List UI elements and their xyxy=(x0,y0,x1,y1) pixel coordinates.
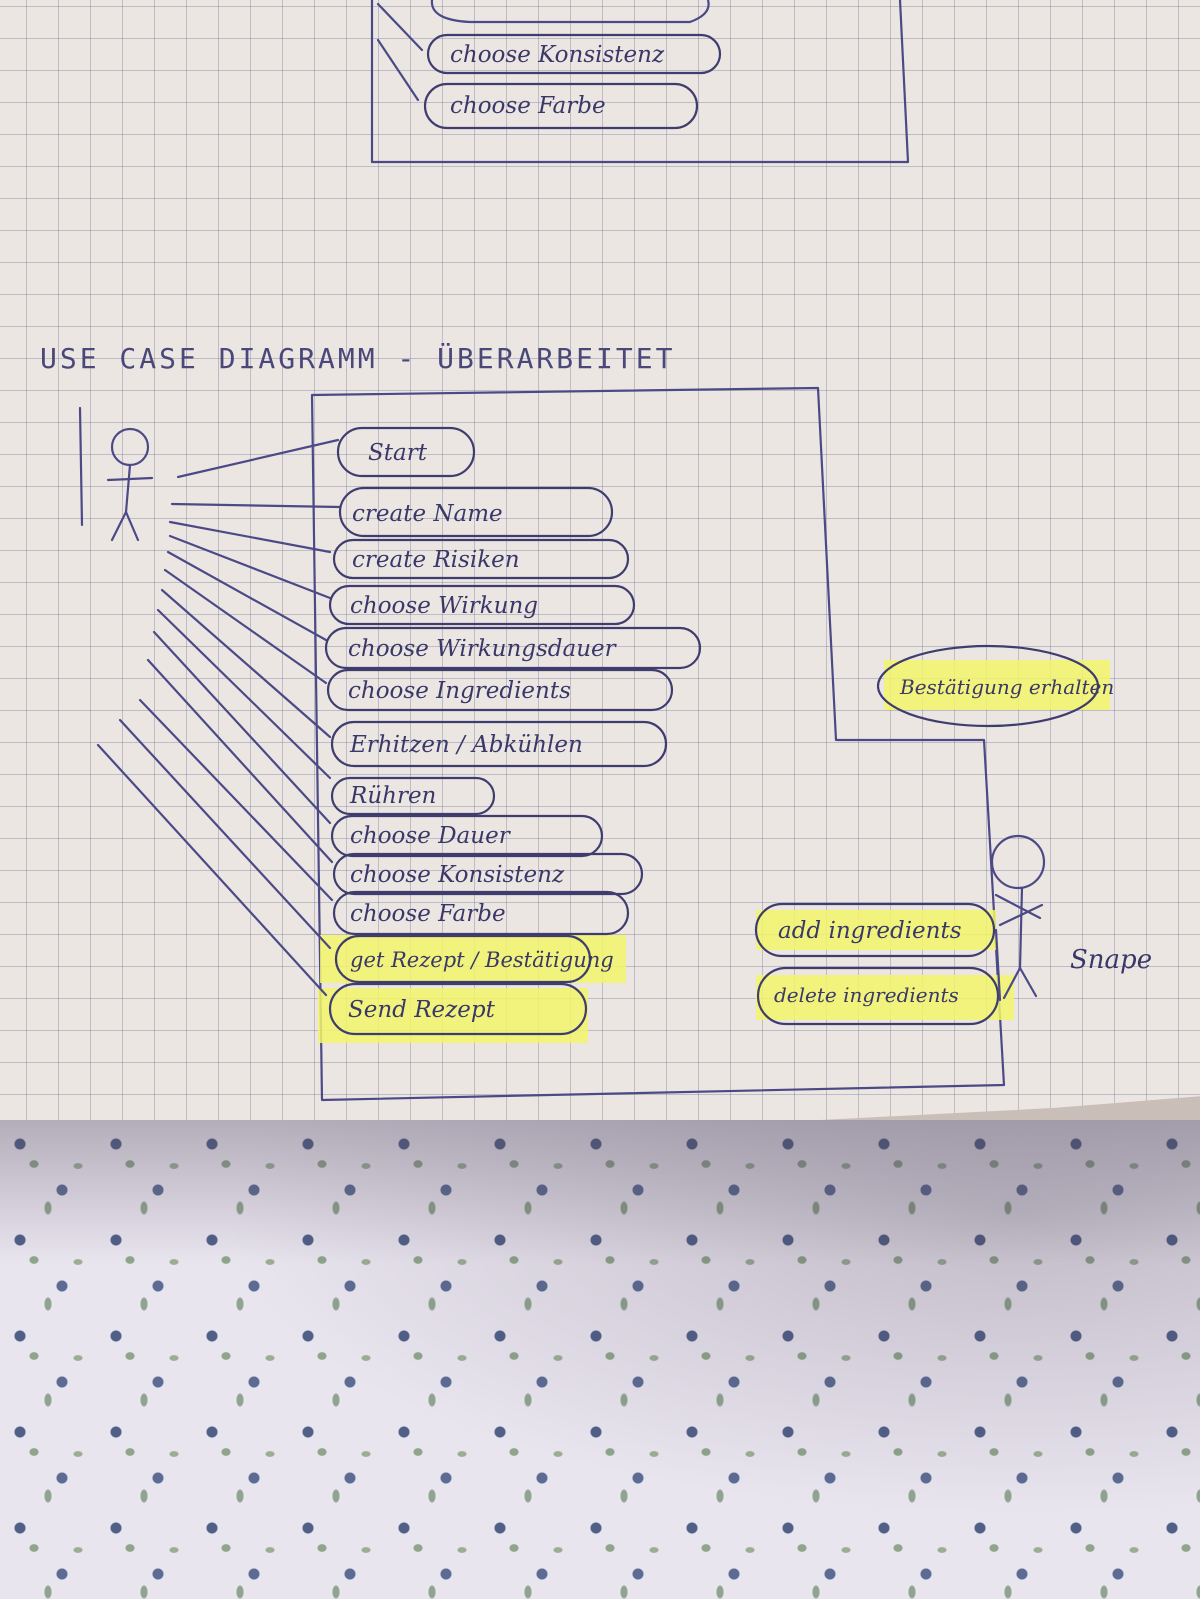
use-case-label: choose Dauer xyxy=(350,823,512,849)
use-case-create-risiken xyxy=(332,538,630,580)
use-case-label: choose Konsistenz xyxy=(350,862,565,888)
left-use-cases: Start create Name create Risiken choose … xyxy=(324,426,702,1036)
previous-diagram-fragment: choose Konsistenz choose Farbe xyxy=(370,0,910,164)
use-case-label: Start xyxy=(368,440,428,466)
right-actor-label: Snape xyxy=(1070,945,1152,975)
use-case-label: Send Rezept xyxy=(348,997,496,1023)
use-case-label: choose Wirkungsdauer xyxy=(348,636,618,662)
actor-head-icon xyxy=(110,427,150,467)
use-case-choose-dauer xyxy=(330,814,604,858)
actor-head-icon xyxy=(990,834,1046,890)
use-case-ruehren xyxy=(330,776,496,816)
graph-paper xyxy=(0,0,1200,1144)
highlight-get-rezept xyxy=(320,935,626,983)
use-case-create-name xyxy=(338,486,614,538)
use-case-label: create Risiken xyxy=(352,547,520,573)
highlight-delete-ingredients xyxy=(756,975,1014,1020)
use-case-label: choose Wirkung xyxy=(350,593,538,619)
use-case-send-rezept xyxy=(328,982,588,1036)
floral-fabric-background xyxy=(0,1120,1200,1599)
use-case-choose-ingredients xyxy=(326,668,674,712)
use-case-label: Rühren xyxy=(349,783,436,809)
use-case-label: choose Ingredients xyxy=(348,678,571,704)
use-case-choose-konsistenz xyxy=(332,852,644,896)
use-case-add-ingredients xyxy=(754,902,996,958)
use-case-label: add ingredients xyxy=(778,918,962,944)
use-case-label: delete ingredients xyxy=(774,983,959,1007)
right-actor-stick-figure: Snape xyxy=(990,834,1152,1002)
use-case-delete-ingredients xyxy=(756,966,1000,1026)
system-boundary xyxy=(310,386,1006,1102)
highlight-add-ingredients xyxy=(756,910,996,950)
use-case-choose-wirkung xyxy=(328,584,636,626)
use-case-choose-wirkungsdauer xyxy=(324,626,702,670)
top-use-case-oval xyxy=(426,33,722,75)
diagram-title: USE CASE DIAGRAMM - ÜBERARBEITET xyxy=(40,341,675,375)
use-case-choose-farbe xyxy=(332,890,630,936)
use-case-label: create Name xyxy=(352,501,503,527)
left-actor-stick-figure xyxy=(78,406,154,542)
use-case-label: Erhitzen / Abkühlen xyxy=(349,732,583,758)
use-case-get-rezept xyxy=(334,934,592,984)
use-case-label: Bestätigung erhalten xyxy=(899,675,1114,699)
use-case-label: choose Farbe xyxy=(350,901,506,927)
association-lines-left xyxy=(96,438,342,997)
right-use-cases: Bestätigung erhalten add ingredients del… xyxy=(754,644,1114,1026)
use-case-label: get Rezept / Bestätigung xyxy=(350,948,614,972)
highlight-bestaetigung xyxy=(884,660,1110,710)
use-case-bestaetigung-erhalten xyxy=(876,644,1100,728)
use-case-start xyxy=(336,426,476,478)
top-use-case-label: choose Konsistenz xyxy=(450,42,665,68)
top-use-case-label: choose Farbe xyxy=(450,93,606,119)
top-use-case-oval xyxy=(423,82,699,130)
use-case-erhitzen-abkuehlen xyxy=(330,720,668,768)
